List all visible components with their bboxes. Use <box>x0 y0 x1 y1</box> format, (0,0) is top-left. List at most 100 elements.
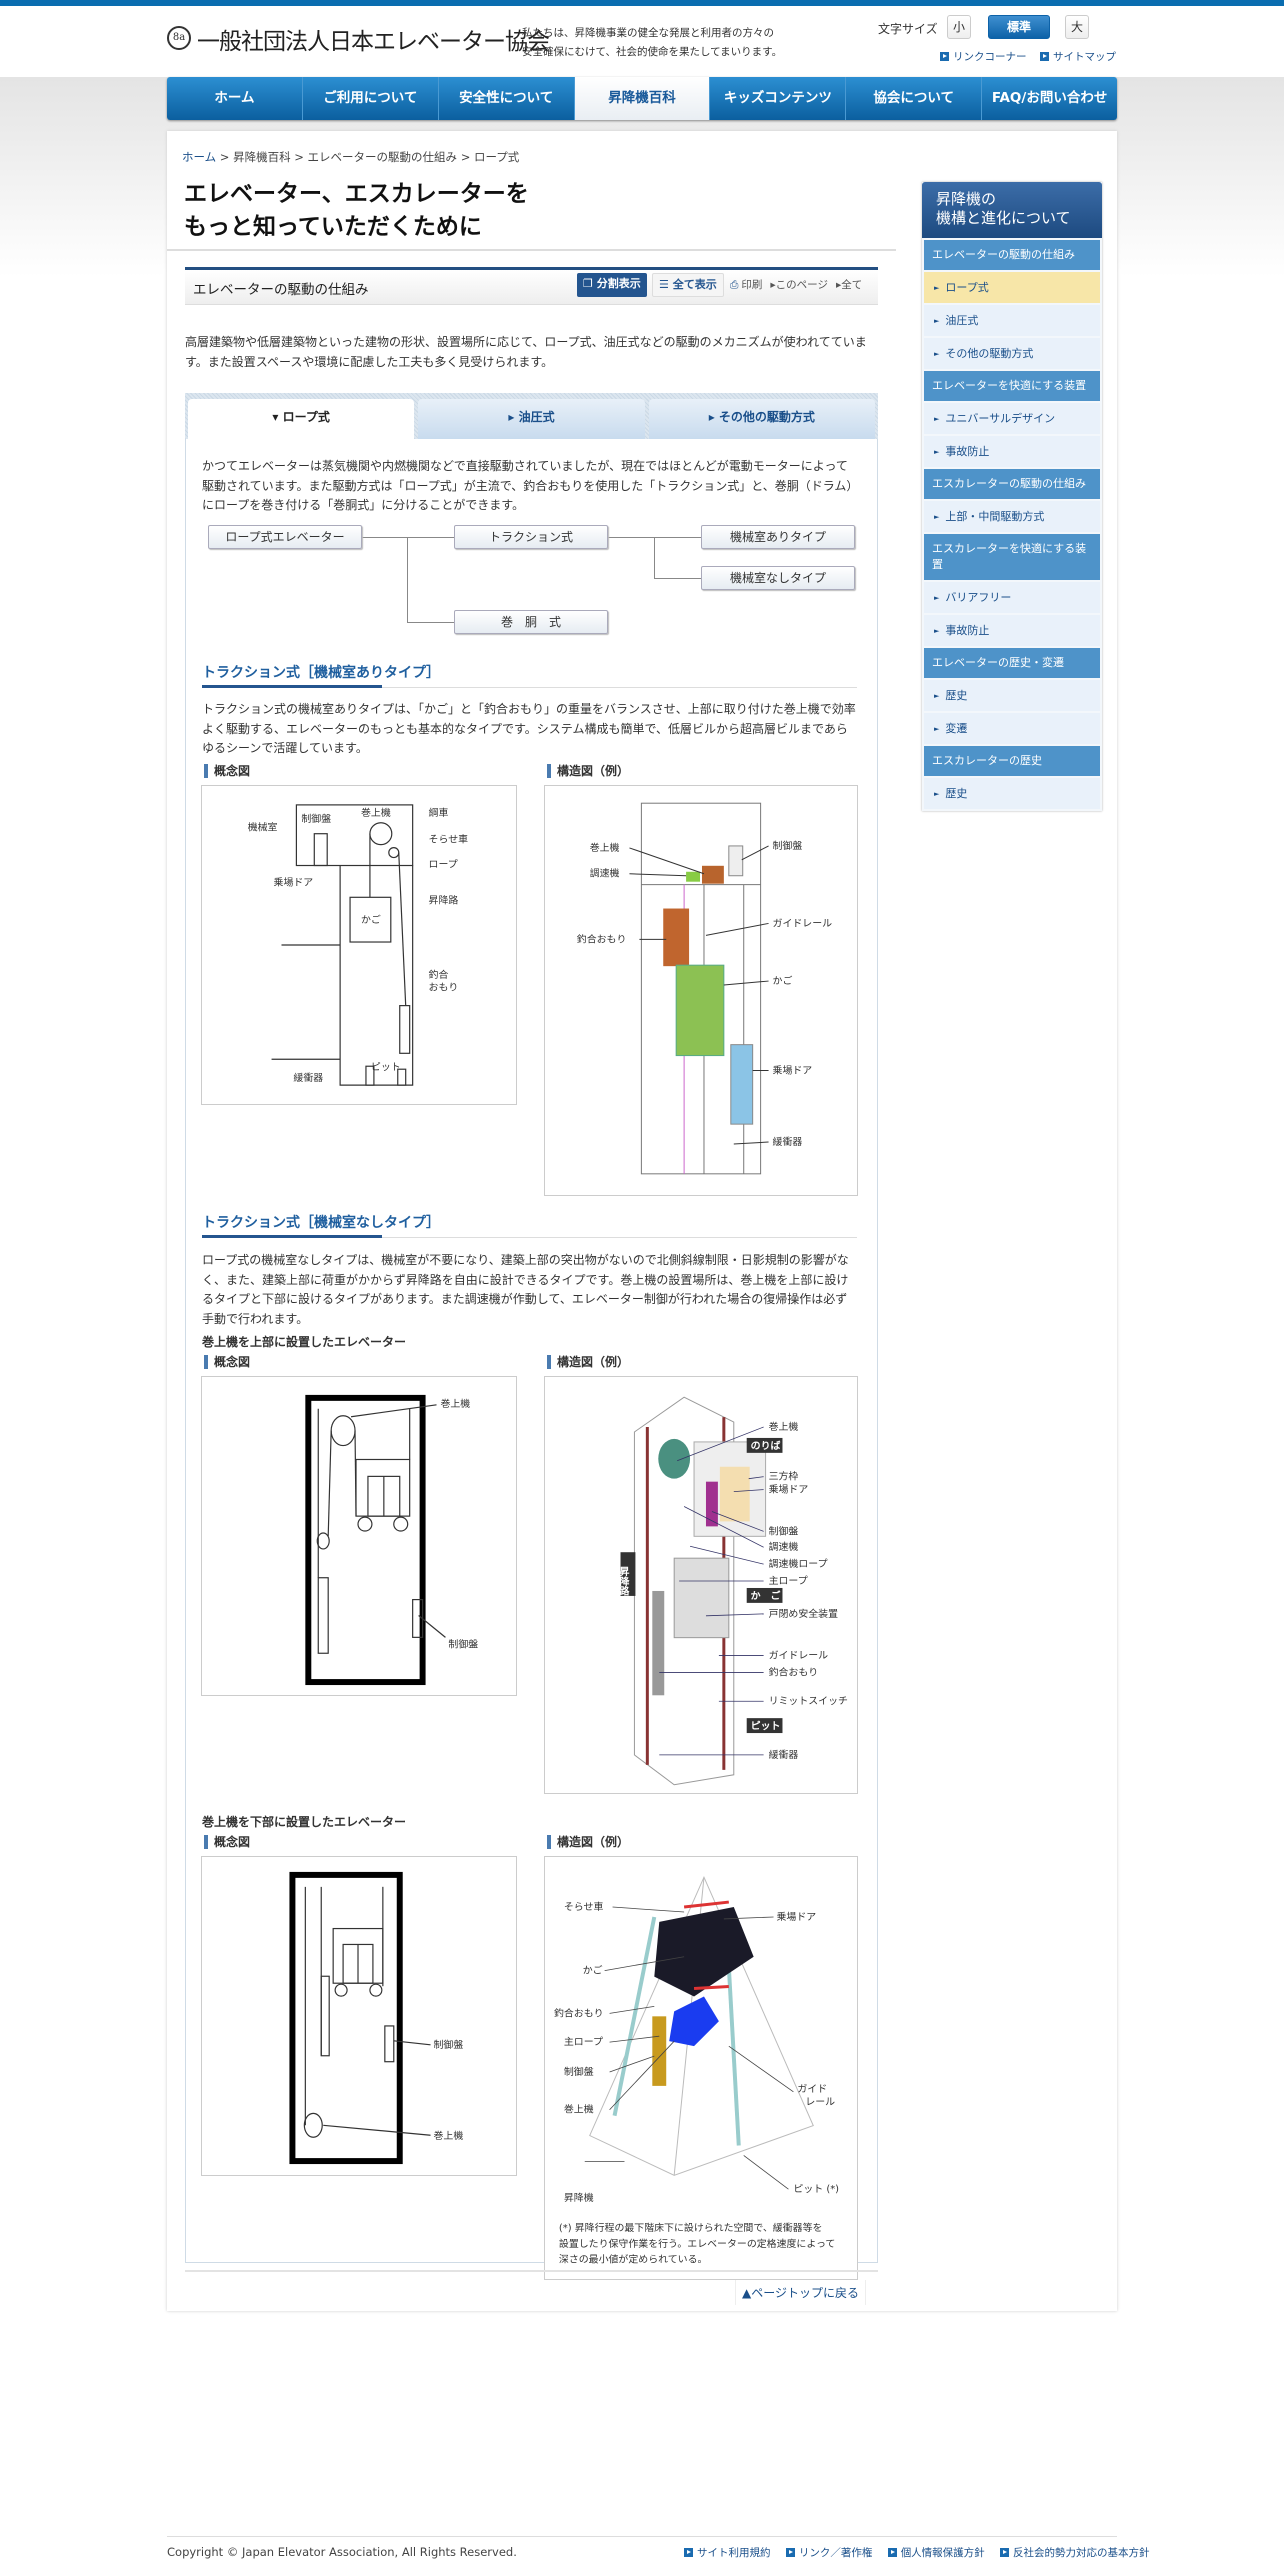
diagram-label: ガイドレール <box>773 917 833 929</box>
footer-link-antisocial-policy[interactable]: 反社会的勢力対応の基本方針 <box>1000 2547 1150 2559</box>
diagram-label: 制御盤 <box>773 839 803 852</box>
sidebar-category[interactable]: エレベーターの歴史・変遷 <box>924 648 1100 678</box>
font-size-large-button[interactable]: 大 <box>1065 15 1089 39</box>
nav-kids[interactable]: キッズコンテンツ <box>710 77 847 120</box>
diagram-label: 緩衝器 <box>293 1071 323 1084</box>
show-all-button[interactable]: ☰ 全て表示 <box>652 273 724 297</box>
sidebar-item-escalator-history[interactable]: 歴史 <box>924 778 1100 809</box>
footer-link-terms[interactable]: サイト利用規約 <box>684 2547 771 2559</box>
footer-link-copyright[interactable]: リンク／著作権 <box>785 2547 872 2559</box>
diagram-label: 綱車 <box>429 806 449 819</box>
diagram-label: 設置したり保守作業を行う。エレベーターの定格速度によって <box>559 2237 835 2250</box>
font-size-small-button[interactable]: 小 <box>947 15 971 39</box>
diagram-label: そらせ車 <box>429 833 469 846</box>
sidebar-item-other-drive[interactable]: その他の駆動方式 <box>924 338 1100 369</box>
global-nav: ホーム ご利用について 安全性について 昇降機百科 キッズコンテンツ 協会につい… <box>167 77 1117 120</box>
nav-usage[interactable]: ご利用について <box>303 77 439 120</box>
print-this-page-link[interactable]: ▸このページ <box>770 279 828 291</box>
diagram-label: 三方枠 <box>769 1470 799 1483</box>
diagram-label: 乗場ドア <box>773 1063 813 1076</box>
sidebar-item-history[interactable]: 歴史 <box>924 680 1100 711</box>
diagram-label: ピット <box>371 1061 401 1073</box>
nav-about[interactable]: 協会について <box>846 77 983 120</box>
subheading-bottom-hoist: 巻上機を下部に設置したエレベーター <box>202 1815 407 1829</box>
breadcrumb-trail: > 昇降機百科 > エレベーターの駆動の仕組み > ロープ式 <box>216 150 520 164</box>
arrow-square-icon <box>684 2548 693 2557</box>
sitemap-link[interactable]: サイトマップ <box>1040 49 1116 64</box>
concept-diagram-bottom-hoist: 制御盤 巻上機 <box>201 1856 517 2176</box>
arrow-square-icon <box>785 2548 795 2557</box>
sidebar-category[interactable]: エスカレーターの駆動の仕組み <box>924 469 1100 499</box>
breadcrumb: ホーム > 昇降機百科 > エレベーターの駆動の仕組み > ロープ式 <box>182 149 519 165</box>
diagram-label: 制御盤 <box>448 1637 478 1650</box>
link-corner-link[interactable]: リンクコーナー <box>940 49 1027 64</box>
diagram-label: 緩衝器 <box>773 1135 803 1148</box>
font-size-standard-button[interactable]: 標準 <box>988 15 1050 39</box>
print-controls: ⎙印刷▸このページ▸全て <box>730 277 870 292</box>
button-label: 全て表示 <box>672 278 717 291</box>
diagram-label: 昇降路 <box>429 893 459 906</box>
site-logo[interactable]: 一般社団法人日本エレベーター協会 <box>197 29 550 55</box>
tagline-line: 私たちは、昇降機事業の健全な発展と利用者の方々の <box>522 27 774 39</box>
diagram-label: 昇降機 <box>564 2191 594 2204</box>
tree-node-traction: トラクション式 <box>454 525 608 549</box>
diagram-label: 緩衝器 <box>769 1748 799 1761</box>
breadcrumb-home[interactable]: ホーム <box>182 150 217 164</box>
nav-faq[interactable]: FAQ/お問い合わせ <box>991 90 1108 106</box>
logo-mark-icon[interactable]: 8a <box>167 26 191 50</box>
nav-home[interactable]: ホーム <box>167 77 303 120</box>
diagram-label: 制御盤 <box>434 2038 464 2051</box>
button-label: 分割表示 <box>596 277 641 290</box>
tab-bar: ▾ ロープ式 ▸ 油圧式 ▸ その他の駆動方式 <box>185 393 878 439</box>
print-all-link[interactable]: ▸全て <box>835 279 863 291</box>
nav-safety[interactable]: 安全性について <box>439 77 575 120</box>
sidebar-item-transition[interactable]: 変遷 <box>924 713 1100 744</box>
diagram-label: 調速機 <box>769 1540 799 1553</box>
split-view-button[interactable]: ❐ 分割表示 <box>577 273 647 297</box>
tab-other[interactable]: ▸ その他の駆動方式 <box>648 399 875 439</box>
diagram-label: かご <box>773 974 793 987</box>
structure-diagram-svg: 巻上機 調速機 制御盤 釣合おもり ガイドレール かご 乗場ドア 緩衝器 <box>577 802 833 1175</box>
tree-node-drum: 巻 胴 式 <box>454 610 608 634</box>
tab-rope[interactable]: ▾ ロープ式 <box>188 399 415 439</box>
diagram-label: のりば <box>751 1439 781 1452</box>
sidebar-item-barrier-free[interactable]: バリアフリー <box>924 582 1100 613</box>
sidebar-item-universal-design[interactable]: ユニバーサルデザイン <box>924 403 1100 434</box>
sidebar-item-hydraulic[interactable]: 油圧式 <box>924 305 1100 336</box>
sidebar-item-escalator-accident-prevention[interactable]: 事故防止 <box>924 615 1100 646</box>
structure-diagram-svg: 巻上機 のりば 三方枠 乗場ドア 制御盤 調速機 調速機ロープ 主ロープ か ご… <box>617 1396 848 1786</box>
sidebar-category[interactable]: エスカレーターを快適にする装置 <box>924 534 1100 580</box>
tree-line <box>362 537 454 538</box>
tab-hydraulic[interactable]: ▸ 油圧式 <box>418 399 645 439</box>
link-label: サイトマップ <box>1053 51 1116 63</box>
arrow-square-icon <box>1040 52 1049 61</box>
sidebar-category[interactable]: エスカレーターの歴史 <box>924 746 1100 776</box>
section-heading-without-room: トラクション式［機械室なしタイプ］ <box>202 1212 857 1238</box>
diagram-label: 釣合 <box>429 968 449 981</box>
sidebar-category[interactable]: エレベーターの駆動の仕組み <box>924 240 1100 270</box>
diagram-label: 制御盤 <box>564 2065 594 2078</box>
page-top-link[interactable]: ▲ページトップに戻る <box>735 2280 866 2305</box>
diagram-label: ロープ <box>429 858 458 870</box>
figure-label: 構造図（例） <box>547 1355 629 1369</box>
figure-label: 概念図 <box>204 764 250 778</box>
sidebar-category[interactable]: エレベーターを快適にする装置 <box>924 371 1100 401</box>
sidebar-item-drive-system[interactable]: 上部・中間駆動方式 <box>924 501 1100 532</box>
diagram-label: 戸閉め安全装置 <box>769 1607 839 1620</box>
link-label: 個人情報保護方針 <box>900 2547 985 2559</box>
footer-link-privacy[interactable]: 個人情報保護方針 <box>887 2547 985 2559</box>
diagram-label: ピット (*) <box>793 2183 839 2195</box>
tab-panel <box>185 393 878 2263</box>
sidebar-item-rope[interactable]: ロープ式 <box>924 272 1100 303</box>
section-text: トラクション式の機械室ありタイプは、「かご」と「釣合おもり」の重量をバランスさせ… <box>202 702 856 755</box>
diagram-label: ガイドレール <box>769 1650 829 1662</box>
diagram-label: 調速機 <box>590 867 620 880</box>
diagram-label: 乗場ドア <box>777 1910 817 1923</box>
diagram-label: (*) 昇降行程の最下階床下に設けられた空間で、緩衝器等を <box>559 2221 823 2234</box>
diagram-label: リミットスイッチ <box>769 1695 848 1707</box>
concept-diagram-svg: 機械室 制御盤 巻上機 綱車 そらせ車 ロープ 乗場ドア 昇降路 かご 釣合 お… <box>248 804 469 1086</box>
sidebar-item-accident-prevention[interactable]: 事故防止 <box>924 436 1100 467</box>
diagram-label: 釣合おもり <box>577 932 627 945</box>
nav-encyclopedia[interactable]: 昇降機百科 <box>574 77 711 120</box>
structure-diagram-bottom-hoist: そらせ車 乗場ドア かご 釣合おもり 主ロープ 制御盤 巻上機 ガイド レール … <box>544 1856 858 2280</box>
